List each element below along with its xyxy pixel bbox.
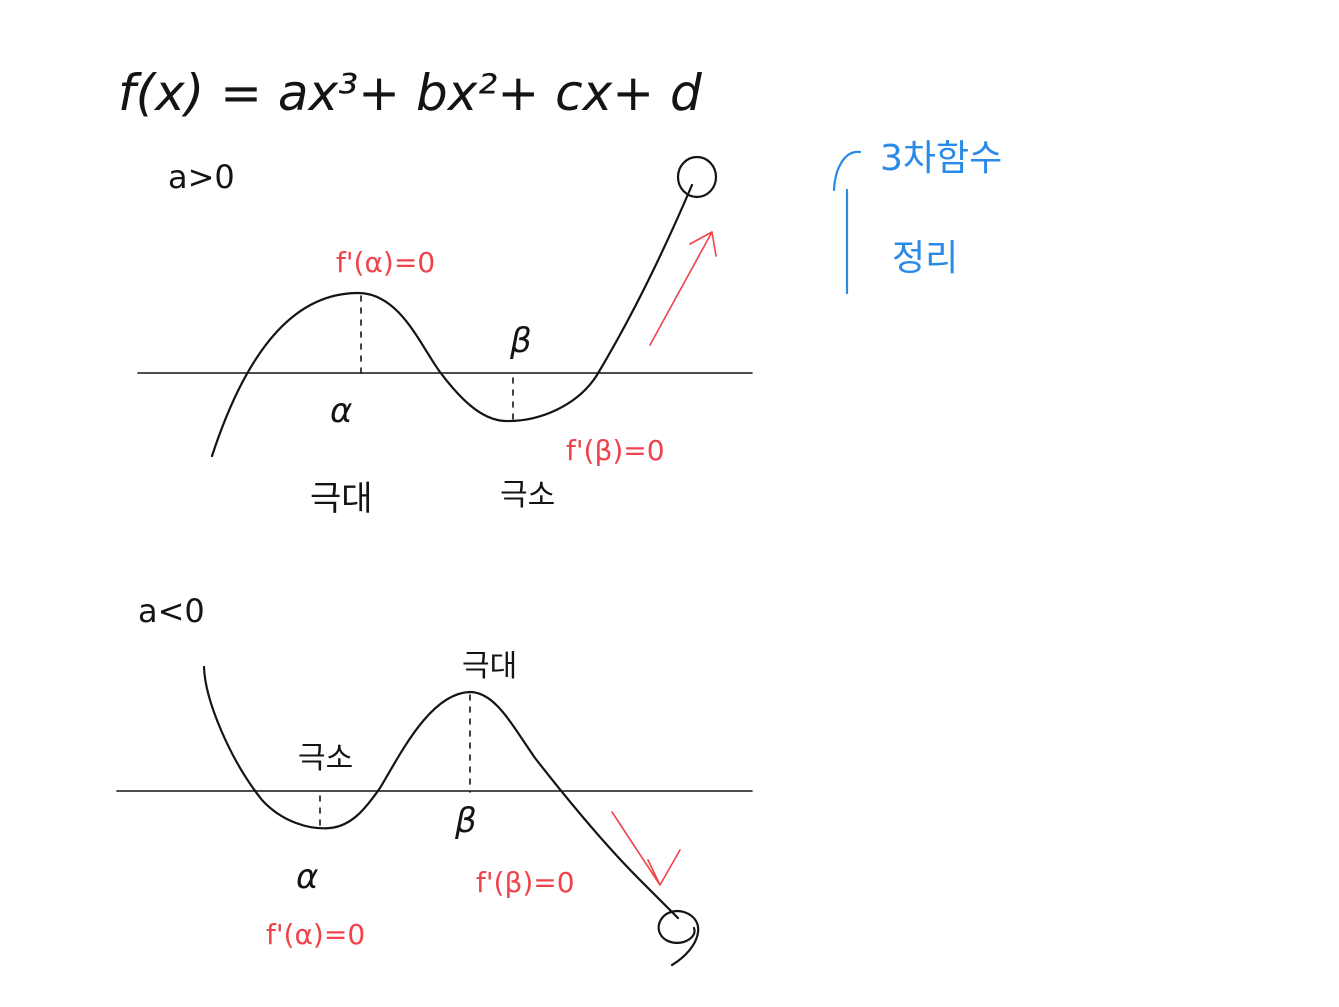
top-min-label: 극소 [500, 478, 555, 513]
bottom-beta-label: β [454, 801, 477, 841]
top-max-label: 극대 [310, 479, 373, 519]
side-note: 3차함수 정리 [832, 138, 1002, 295]
bottom-max-condition: f'(β)=0 [476, 866, 575, 899]
bottom-min-label: 극소 [298, 741, 353, 776]
side-note-line2: 정리 [892, 238, 958, 279]
bottom-end-circle [657, 909, 700, 967]
bottom-max-label: 극대 [462, 649, 517, 684]
top-graph: a>0 α β f'(α)=0 f'(β)=0 극대 극소 [137, 155, 753, 519]
side-note-line1: 3차함수 [880, 138, 1002, 179]
cubic-formula: f(x) = ax³+ bx²+ cx+ d [118, 64, 702, 122]
top-alpha-label: α [330, 391, 352, 431]
top-increasing-arrow [649, 231, 717, 346]
bottom-graph: a<0 극소 극대 α β f'(α)=0 f'(β)=0 [116, 592, 753, 967]
top-condition: a>0 [168, 158, 235, 196]
bottom-cubic-curve [202, 665, 680, 920]
top-end-circle [676, 155, 718, 199]
top-cubic-curve [210, 183, 694, 458]
bottom-condition: a<0 [138, 592, 205, 630]
side-note-brace [832, 150, 862, 295]
top-min-condition: f'(β)=0 [566, 434, 665, 467]
bottom-decreasing-arrow [611, 811, 681, 886]
bottom-min-condition: f'(α)=0 [266, 918, 365, 951]
top-beta-label: β [509, 321, 532, 361]
bottom-alpha-label: α [296, 857, 318, 897]
top-max-condition: f'(α)=0 [336, 246, 435, 279]
